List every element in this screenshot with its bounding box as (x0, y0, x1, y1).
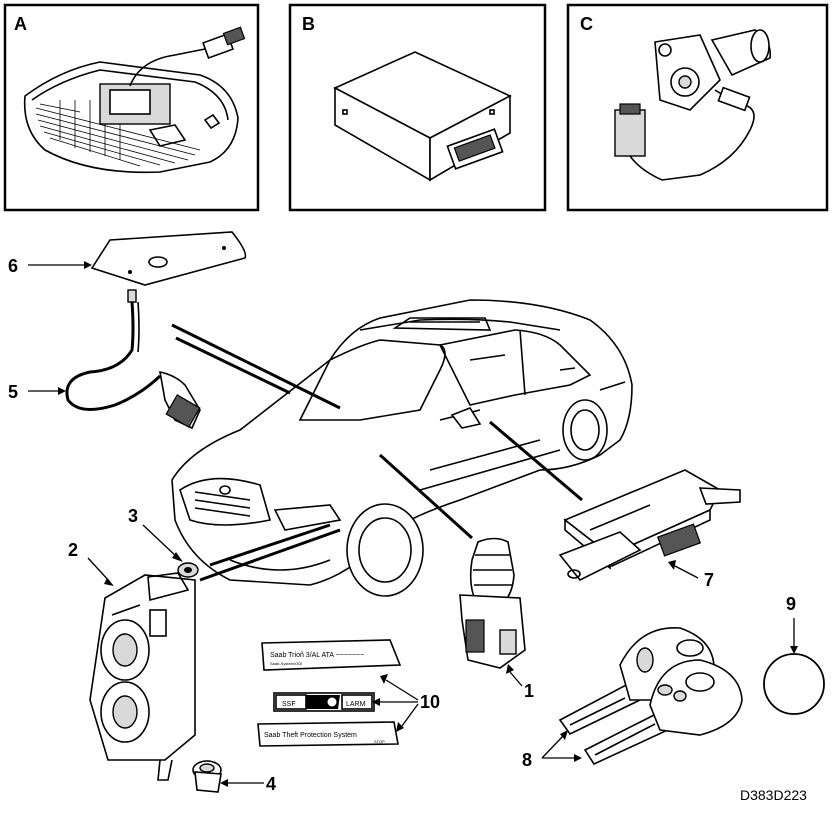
part-4-grommet (192, 760, 222, 793)
control-module-box (333, 51, 512, 182)
callout-9: 9 (786, 594, 796, 614)
part-5-sensor-cable (65, 289, 201, 430)
callout-1: 1 (524, 681, 534, 701)
part-3-nut (177, 562, 199, 578)
sticker-top-subtext: Saab-System/ODI (270, 661, 302, 666)
callout-7: 7 (704, 570, 714, 590)
callout-leaders (28, 261, 798, 787)
document-id: D383D223 (740, 787, 807, 803)
callout-2: 2 (68, 540, 78, 560)
interior-light-sensor-unit (23, 26, 246, 174)
callout-10: 10 (420, 692, 440, 712)
leader-lines-car (171, 323, 583, 582)
sticker-mid-right: LARM (346, 701, 366, 708)
panel-b: B (288, 3, 547, 212)
car-body (171, 299, 633, 597)
panel-a-label: A (14, 14, 27, 34)
siren-sensor-switch (614, 29, 772, 181)
callout-6: 6 (8, 256, 18, 276)
callout-3: 3 (128, 506, 138, 526)
panel-b-label: B (302, 14, 315, 34)
callout-numbers: 6 5 3 2 4 7 1 8 9 10 (8, 256, 796, 794)
panel-c-label: C (580, 14, 593, 34)
callout-8: 8 (522, 750, 532, 770)
part-2-siren (89, 572, 196, 781)
part-8-keys (558, 627, 743, 766)
sticker-mid-left: SSF (282, 701, 296, 708)
part-7-module (558, 469, 741, 582)
sticker-bottom-text: Saab Theft Protection System (264, 732, 357, 739)
key-front (583, 659, 743, 766)
panel-a: A (3, 3, 260, 212)
panel-c: C (566, 3, 829, 212)
part-6-sensor-pad (90, 231, 247, 286)
part-9-disc (763, 653, 825, 715)
part-10-stickers: Saab Trioñ 3/AL ATA ~~~~~~~ Saab-System/… (257, 639, 402, 747)
part-1-hood-switch (459, 537, 526, 669)
callout-5: 5 (8, 382, 18, 402)
sticker-bottom-subtext: STOP (374, 739, 385, 744)
sticker-top-text: Saab Trioñ 3/AL ATA ~~~~~~~ (270, 652, 364, 659)
callout-4: 4 (266, 774, 276, 794)
